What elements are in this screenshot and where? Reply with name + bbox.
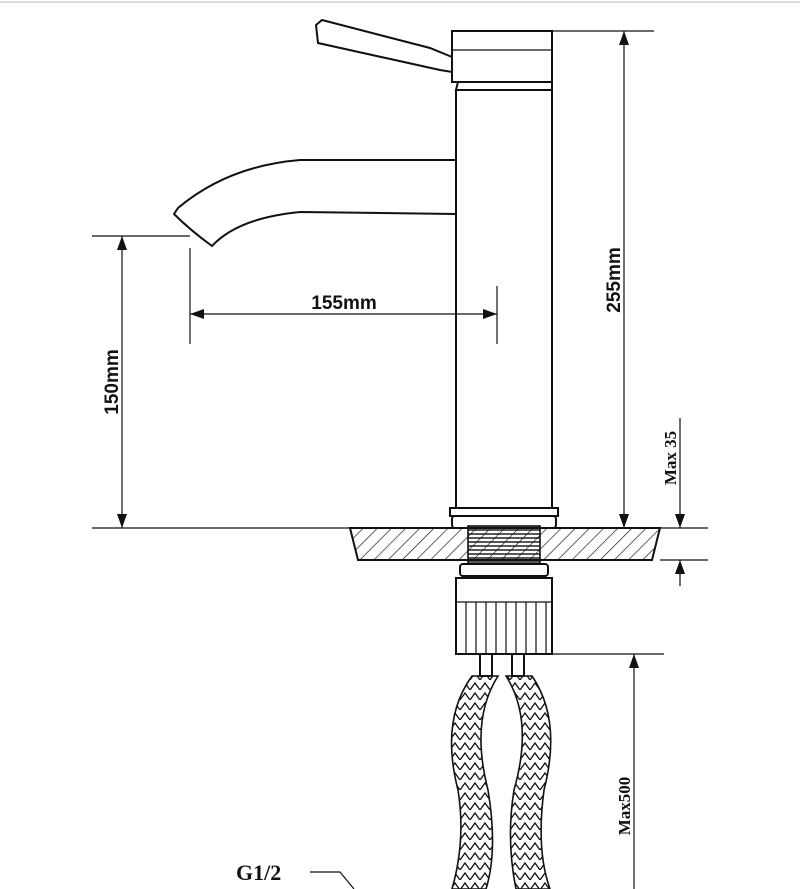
dim-spout-height xyxy=(92,235,450,529)
dim-hose-length xyxy=(552,653,664,889)
handle-lever xyxy=(314,18,453,74)
connection-leader xyxy=(310,871,355,889)
base-ring xyxy=(449,507,559,517)
lock-nut-ribs xyxy=(465,602,547,654)
lock-nut-top xyxy=(459,563,549,577)
braided-hose-right xyxy=(504,675,552,889)
label-spout-reach: 155mm xyxy=(311,293,377,314)
faucet-body xyxy=(455,89,553,509)
dim-deck-thickness xyxy=(660,418,708,586)
label-connection: G1/2 xyxy=(236,860,281,885)
dim-total-height xyxy=(552,30,708,529)
lock-nut xyxy=(455,577,553,655)
threaded-shank xyxy=(467,525,541,567)
label-hose-length: Max500 xyxy=(615,777,634,836)
dim-spout-reach xyxy=(189,248,498,344)
label-spout-height: 150mm xyxy=(102,349,123,415)
hose-connector-left xyxy=(479,653,493,677)
handle-cap xyxy=(451,30,553,83)
spout xyxy=(172,159,457,248)
handle-base xyxy=(454,81,553,91)
label-deck-thickness: Max 35 xyxy=(661,431,680,485)
hose-connector-right xyxy=(511,653,525,677)
label-total-height: 255mm xyxy=(604,247,625,313)
braided-hose-left xyxy=(450,675,500,889)
